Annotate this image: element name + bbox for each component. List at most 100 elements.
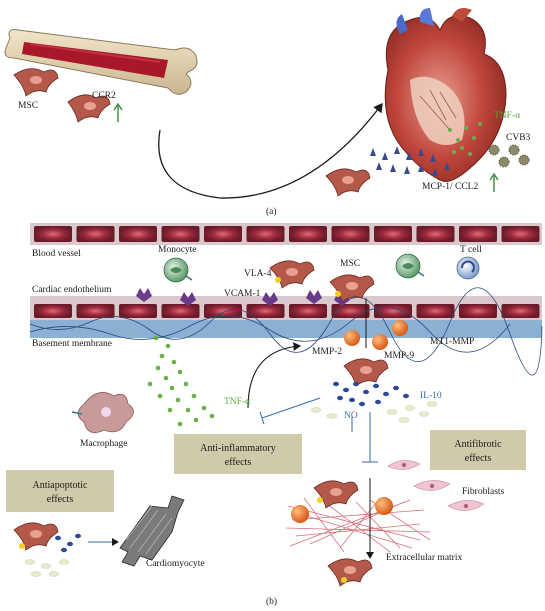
vessel-cell xyxy=(246,226,285,242)
ccr2-label: CCR2 xyxy=(92,91,116,101)
t-cell xyxy=(456,256,480,280)
up-arrow-icon-2 xyxy=(489,172,499,192)
vla4-label: VLA-4 xyxy=(244,269,272,279)
caption-b: (b) xyxy=(266,596,277,607)
mcp-label: MCP-1/ CCL2 xyxy=(422,182,478,192)
endothelial-cell xyxy=(119,304,157,318)
migration-arrow xyxy=(158,102,383,199)
monocyte-label: Monocyte xyxy=(158,245,197,255)
up-arrow-icon xyxy=(113,102,123,122)
anti-inflammatory-box: Anti-inflammatory effects xyxy=(174,434,302,474)
endothelial-cell xyxy=(34,304,72,318)
antiapoptotic-line2: effects xyxy=(47,494,74,505)
vessel-cell xyxy=(289,226,327,242)
vessel-cell xyxy=(76,226,115,242)
msc-cell-b4 xyxy=(313,480,359,509)
msc-cell-a3 xyxy=(325,168,371,197)
tnf-dots-b xyxy=(147,335,215,427)
tnf-to-mmp-arrow xyxy=(247,342,302,409)
endothelial-band xyxy=(30,301,542,321)
mmp2-label: MMP-2 xyxy=(312,347,342,357)
anti-inflammatory-line1: Anti-inflammatory xyxy=(200,443,276,454)
vessel-cell xyxy=(331,226,370,242)
extracellular-matrix-mesh xyxy=(285,497,431,553)
monocyte-cell xyxy=(163,257,193,283)
vessel-cell xyxy=(119,226,157,242)
basement-membrane-label: Basement membrane xyxy=(32,339,112,349)
endothelial-cell xyxy=(76,304,115,318)
endothelial-cell xyxy=(374,304,412,318)
endothelial-cell xyxy=(161,304,200,318)
cardiomyocyte-cell xyxy=(119,495,185,567)
macrophage-cell xyxy=(71,392,134,434)
macrophage-label: Macrophage xyxy=(80,439,127,449)
monocyte-cell-2 xyxy=(395,253,425,279)
fibroblasts-label: Fibroblasts xyxy=(462,487,505,497)
caption-a: (a) xyxy=(266,206,277,217)
endothelial-cell xyxy=(459,304,497,318)
vessel-cell xyxy=(161,226,200,242)
msc-cell-a2 xyxy=(67,94,111,123)
il10-label: IL-10 xyxy=(420,391,442,401)
mt1mmp-label: MT1-MMP xyxy=(430,337,474,347)
membrane-fibers xyxy=(29,287,543,376)
inhibition-to-tnf xyxy=(259,397,321,425)
tnf-dots-a xyxy=(448,122,482,156)
apoptotic-ovals xyxy=(24,559,70,577)
msc-cell-b6 xyxy=(13,522,59,551)
vessel-cell xyxy=(459,226,497,242)
msc-label-a: MSC xyxy=(18,101,38,111)
endothelial-cell xyxy=(501,304,540,318)
fibroblast-cells xyxy=(387,460,485,511)
apoptotic-dots xyxy=(55,533,81,553)
antiapoptotic-box: Antiapoptotic effects xyxy=(6,470,114,512)
msc-cell-b5 xyxy=(327,558,373,587)
endothelial-cell xyxy=(246,304,285,318)
basement-membrane-band xyxy=(30,320,542,338)
tnf-label-a: TNF-α xyxy=(494,111,520,121)
vessel-cell xyxy=(204,226,242,242)
inhibition-to-fibroblast xyxy=(362,412,378,463)
vessel-cell xyxy=(34,226,72,242)
panel-b: Blood vessel Cardiac endothelium Basemen… xyxy=(6,223,543,607)
endothelium-row xyxy=(30,301,542,321)
vessel-cell xyxy=(374,226,412,242)
panel-a: MSC CCR2 TNF-α CVB3 xyxy=(4,8,531,217)
mmp-spheres xyxy=(344,320,408,350)
virus-icon xyxy=(488,144,530,168)
antifibrotic-box: Antifibrotic effects xyxy=(430,430,526,470)
cardiomyocyte-label: Cardiomyocyte xyxy=(146,559,205,569)
mmp9-label: MMP-9 xyxy=(384,351,414,361)
cardiac-endothelium-label: Cardiac endothelium xyxy=(32,285,112,295)
endothelial-cell xyxy=(289,304,327,318)
no-ovals xyxy=(310,401,438,423)
tnf-label-b: TNF-α xyxy=(224,397,250,407)
ecm-mmp-spheres xyxy=(291,497,393,523)
il10-dots xyxy=(333,381,409,407)
antifibrotic-line1: Antifibrotic xyxy=(454,439,502,450)
vcam1-label: VCAM-1 xyxy=(224,289,261,299)
chemokine-glyphs xyxy=(370,146,450,176)
msc-cell-a1 xyxy=(13,68,59,97)
antifibrotic-line2: effects xyxy=(465,453,492,464)
heart-illustration xyxy=(384,8,507,182)
no-label: NO xyxy=(344,411,358,421)
blood-vessel-label: Blood vessel xyxy=(32,249,81,259)
cvb3-label: CVB3 xyxy=(506,133,531,143)
antiapoptotic-line1: Antiapoptotic xyxy=(33,480,89,491)
ecm-label: Extracellular matrix xyxy=(386,553,462,563)
bone-illustration xyxy=(4,29,198,95)
blood-vessel-row xyxy=(30,223,542,245)
msc-cell-b2 xyxy=(329,274,375,303)
msc-label-b: MSC xyxy=(340,259,360,269)
vessel-cell xyxy=(416,226,455,242)
msc-cell-b1 xyxy=(269,260,315,289)
anti-inflammatory-line2: effects xyxy=(225,457,252,468)
vessel-cell xyxy=(501,226,540,242)
endothelial-cell xyxy=(204,304,242,318)
t-cell-label: T cell xyxy=(460,245,482,255)
endothelial-cell xyxy=(416,304,455,318)
msc-cell-b3 xyxy=(343,358,389,387)
vessel-band xyxy=(30,223,542,245)
